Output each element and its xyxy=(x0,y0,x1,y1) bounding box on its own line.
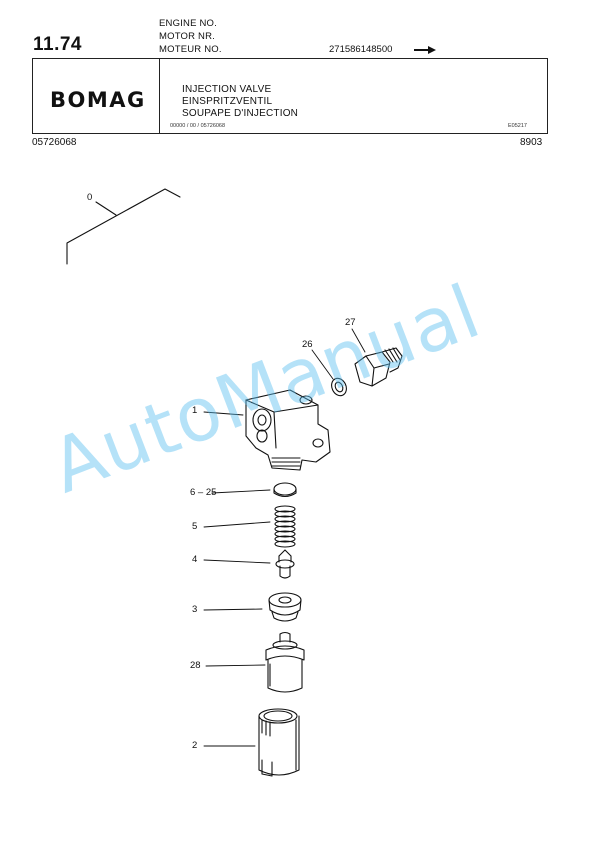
brand-logo: BOMAG xyxy=(50,88,146,112)
arrow-right-icon xyxy=(414,46,436,54)
callout-26: 26 xyxy=(302,339,313,350)
document-number: 05726068 xyxy=(32,137,77,148)
washer-part-26 xyxy=(331,377,347,397)
reference-code: E05217 xyxy=(508,123,527,129)
title-de: EINSPRITZVENTIL xyxy=(182,96,273,107)
intermediate-washer-part-3 xyxy=(268,592,302,622)
section-number: 11.74 xyxy=(33,34,82,55)
title-block-divider xyxy=(159,58,161,134)
engine-label-de: MOTOR NR. xyxy=(159,31,215,42)
callout-27: 27 xyxy=(345,317,356,328)
callout-2: 2 xyxy=(192,740,198,751)
group-bracket xyxy=(66,188,181,265)
title-fr: SOUPAPE D'INJECTION xyxy=(182,108,299,119)
callout-3: 3 xyxy=(192,604,198,615)
nozzle-nut-part-2 xyxy=(258,708,300,777)
callout-1: 1 xyxy=(192,405,198,416)
engine-label-en: ENGINE NO. xyxy=(159,18,217,29)
leader-lines xyxy=(203,328,366,747)
shim-part-6-25 xyxy=(273,482,297,498)
title-block xyxy=(32,58,548,134)
callout-group: 0 xyxy=(87,192,93,203)
engine-number: 271586148500 xyxy=(329,44,393,55)
nozzle-part-28 xyxy=(265,631,305,693)
reference-line: 00000 / 00 / 05726068 xyxy=(170,123,226,129)
callout-28: 28 xyxy=(190,660,201,671)
callout-6-25: 6 – 25 xyxy=(190,487,217,498)
callout-4: 4 xyxy=(192,554,198,565)
spring-part-5 xyxy=(274,505,296,548)
engine-label-fr: MOTEUR NO. xyxy=(159,44,222,55)
valve-body-part-1 xyxy=(245,389,331,471)
date-code: 8903 xyxy=(520,137,543,148)
union-bolt-part-27 xyxy=(354,347,403,387)
title-en: INJECTION VALVE xyxy=(182,84,272,95)
pressure-pin-part-4 xyxy=(275,549,295,579)
callout-5: 5 xyxy=(192,521,198,532)
